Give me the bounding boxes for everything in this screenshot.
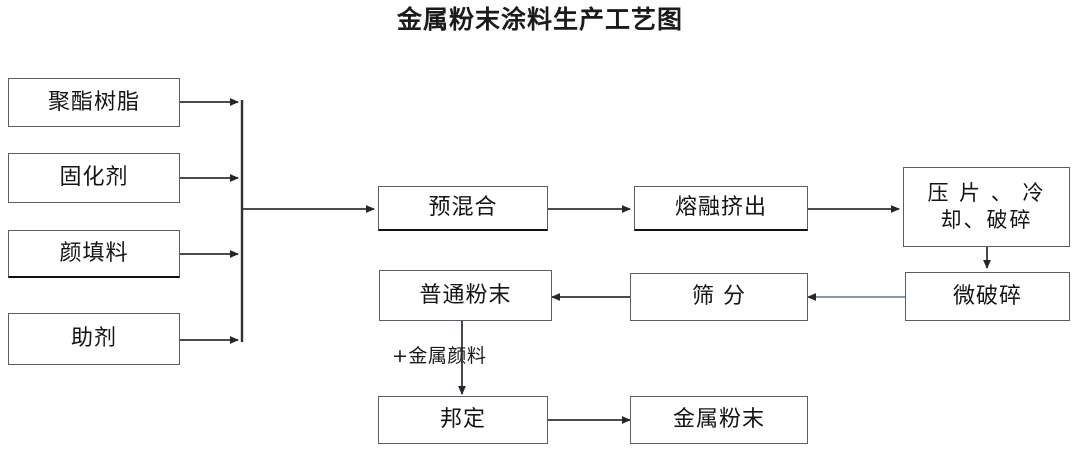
node-premix[interactable]: 预混合 — [378, 186, 548, 231]
node-curing-agent[interactable]: 固化剂 — [8, 153, 180, 203]
page-title: 金属粉末涂料生产工艺图 — [396, 5, 683, 34]
node-tablet-cool-crush[interactable]: 压 片 、 冷 却、破碎 — [903, 167, 1070, 247]
node-pigment-filler[interactable]: 颜填料 — [8, 230, 180, 278]
node-metal-powder[interactable]: 金属粉末 — [630, 396, 808, 444]
node-additives[interactable]: 助剂 — [8, 313, 180, 365]
node-melt-extrusion[interactable]: 熔融挤出 — [634, 186, 808, 231]
input-arrows — [180, 98, 239, 344]
node-ordinary-powder[interactable]: 普通粉末 — [379, 270, 552, 321]
node-micro-crush[interactable]: 微破碎 — [905, 272, 1070, 321]
edge-label-add-metal-pigment: +金属颜料 — [392, 345, 487, 367]
node-sieving[interactable]: 筛 分 — [630, 273, 808, 321]
node-bonding[interactable]: 邦定 — [378, 396, 548, 444]
node-polyester-resin[interactable]: 聚酯树脂 — [8, 78, 180, 127]
